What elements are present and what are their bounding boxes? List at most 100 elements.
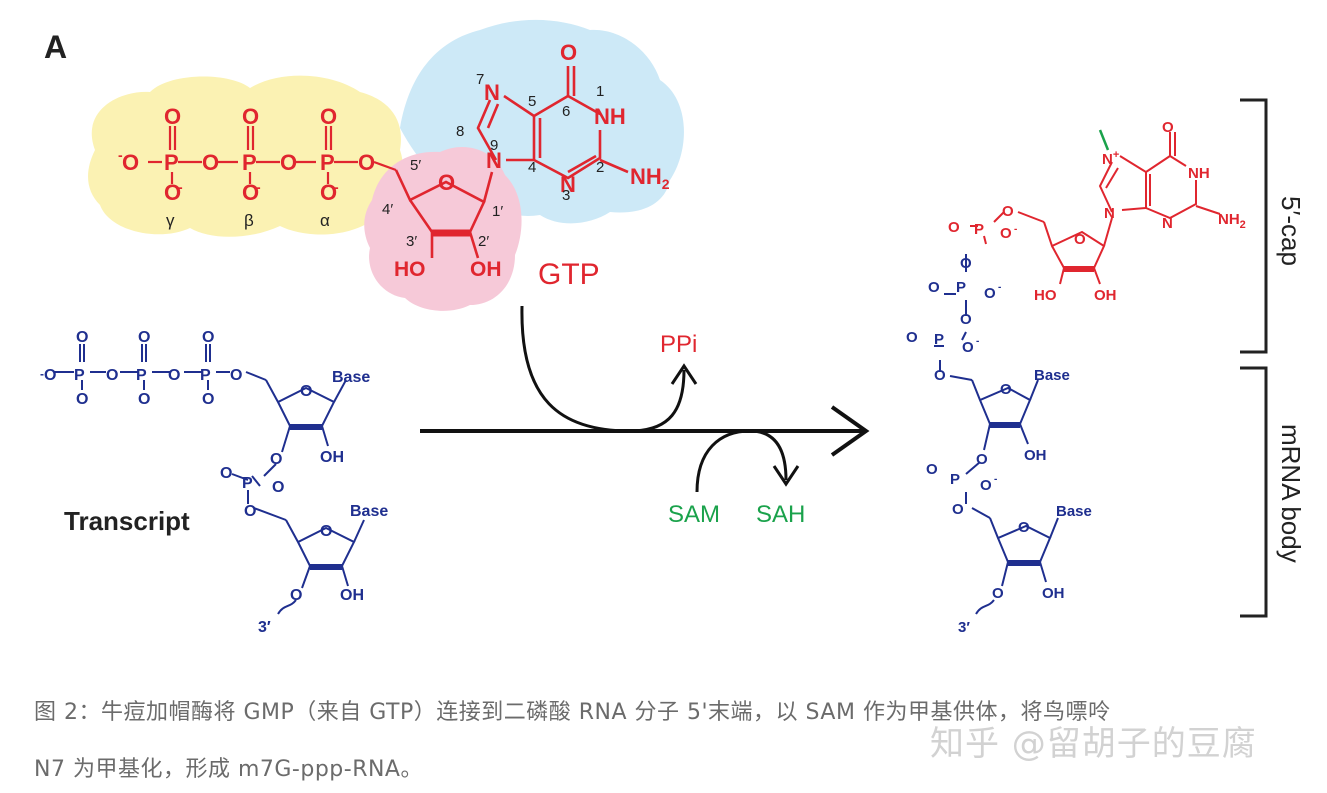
- svg-text:O: O: [358, 150, 375, 175]
- svg-text:O: O: [1000, 225, 1012, 242]
- figure-caption-line-2: N7 为甲基化，形成 m7G-ppp-RNA。: [34, 757, 423, 782]
- panel-label: A: [44, 29, 67, 65]
- gtp-guanine: O N N N NH NH2 7 8 9 5 6 1 2 4 3: [456, 40, 670, 204]
- svg-text:-: -: [1014, 224, 1017, 235]
- svg-text:P: P: [242, 150, 257, 175]
- svg-text:9: 9: [490, 137, 498, 154]
- svg-text:HO: HO: [394, 258, 426, 281]
- svg-text:O: O: [202, 391, 214, 408]
- ppi-arrow-head: [670, 363, 698, 385]
- svg-text:5: 5: [528, 93, 536, 110]
- svg-text:-: -: [178, 179, 183, 195]
- svg-text:7: 7: [476, 71, 484, 88]
- svg-text:O: O: [320, 104, 337, 129]
- svg-text:NH2: NH2: [630, 164, 670, 192]
- svg-text:O: O: [960, 311, 972, 328]
- svg-text:N: N: [1162, 215, 1173, 232]
- svg-text:O: O: [106, 367, 118, 384]
- svg-text:N: N: [484, 80, 500, 105]
- svg-text:NH: NH: [594, 104, 626, 129]
- svg-text:P: P: [950, 471, 960, 488]
- svg-text:O: O: [906, 329, 918, 346]
- svg-text:P: P: [320, 150, 335, 175]
- svg-text:O: O: [242, 180, 259, 205]
- watermark: 知乎 @留胡子的豆腐: [930, 724, 1257, 764]
- svg-text:OH: OH: [1024, 447, 1047, 464]
- svg-text:1: 1: [596, 83, 604, 100]
- svg-text:N: N: [486, 148, 502, 173]
- svg-text:O: O: [122, 150, 139, 175]
- svg-text:3: 3: [562, 187, 570, 204]
- svg-text:P: P: [956, 279, 966, 296]
- gtp-input-arrow: [520, 305, 686, 433]
- cap-bracket: [1240, 98, 1268, 354]
- svg-text:O: O: [138, 329, 150, 346]
- svg-text:-: -: [256, 179, 261, 195]
- svg-text:O: O: [992, 585, 1004, 602]
- svg-text:O: O: [960, 255, 972, 272]
- svg-text:O: O: [934, 367, 946, 384]
- svg-text:O: O: [138, 391, 150, 408]
- svg-text:O: O: [962, 339, 974, 356]
- svg-text:O: O: [984, 285, 996, 302]
- svg-text:O: O: [1000, 381, 1012, 398]
- svg-text:O: O: [44, 367, 56, 384]
- body-label: mRNA body: [1276, 424, 1306, 563]
- svg-text:O: O: [320, 180, 337, 205]
- svg-text:O: O: [1002, 203, 1014, 220]
- svg-text:O: O: [320, 523, 332, 540]
- svg-text:O: O: [272, 479, 284, 496]
- svg-text:Base: Base: [332, 369, 370, 386]
- svg-text:-: -: [118, 147, 123, 163]
- svg-text:O: O: [76, 391, 88, 408]
- svg-text:NH: NH: [1188, 165, 1210, 182]
- svg-text:O: O: [928, 279, 940, 296]
- alpha-label: α: [320, 211, 330, 230]
- svg-text:HO: HO: [1034, 287, 1057, 304]
- reaction-arrows: [420, 305, 870, 493]
- svg-text:O: O: [438, 170, 455, 195]
- svg-text:-: -: [334, 179, 339, 195]
- body-bracket: [1240, 366, 1268, 618]
- svg-text:O: O: [220, 465, 232, 482]
- svg-text:O: O: [164, 180, 181, 205]
- sah-arrow-head: [772, 465, 800, 487]
- svg-text:O: O: [948, 219, 960, 236]
- svg-text:-: -: [40, 367, 44, 381]
- transcript-structure: - O P O O O P O O O P O O O O Base OH O …: [40, 329, 388, 636]
- svg-text:O: O: [300, 383, 312, 400]
- svg-text:O: O: [1162, 119, 1174, 136]
- svg-text:6: 6: [562, 103, 570, 120]
- svg-text:P: P: [242, 475, 253, 492]
- svg-text:P: P: [200, 367, 211, 384]
- svg-text:Base: Base: [1056, 503, 1092, 520]
- svg-text:4: 4: [528, 159, 536, 176]
- svg-text:P: P: [136, 367, 147, 384]
- svg-text:O: O: [270, 451, 282, 468]
- svg-text:O: O: [1074, 231, 1086, 248]
- transcript-label: Transcript: [64, 506, 190, 536]
- highlight-regions: [88, 19, 684, 311]
- svg-text:N: N: [560, 172, 576, 197]
- brackets: [1240, 98, 1268, 618]
- svg-text:O: O: [290, 587, 302, 604]
- svg-text:O: O: [242, 104, 259, 129]
- svg-text:NH2: NH2: [1218, 211, 1246, 231]
- cap-label: 5′-cap: [1276, 196, 1306, 266]
- svg-text:P: P: [934, 331, 944, 348]
- svg-text:O: O: [980, 477, 992, 494]
- svg-text:OH: OH: [340, 587, 364, 604]
- svg-text:3′: 3′: [958, 619, 970, 636]
- svg-text:P: P: [164, 150, 179, 175]
- svg-text:O: O: [202, 329, 214, 346]
- beta-label: β: [244, 211, 254, 230]
- svg-text:2′: 2′: [478, 233, 489, 250]
- svg-text:3′: 3′: [258, 619, 271, 636]
- svg-text:Base: Base: [350, 503, 388, 520]
- svg-text:8: 8: [456, 123, 464, 140]
- svg-text:-: -: [998, 282, 1001, 293]
- sam-input-arrow: [695, 429, 788, 493]
- svg-text:O: O: [926, 461, 938, 478]
- gtp-ribose: O HO OH 5′ 4′ 3′ 2′ 1′: [382, 157, 503, 281]
- svg-text:O: O: [76, 329, 88, 346]
